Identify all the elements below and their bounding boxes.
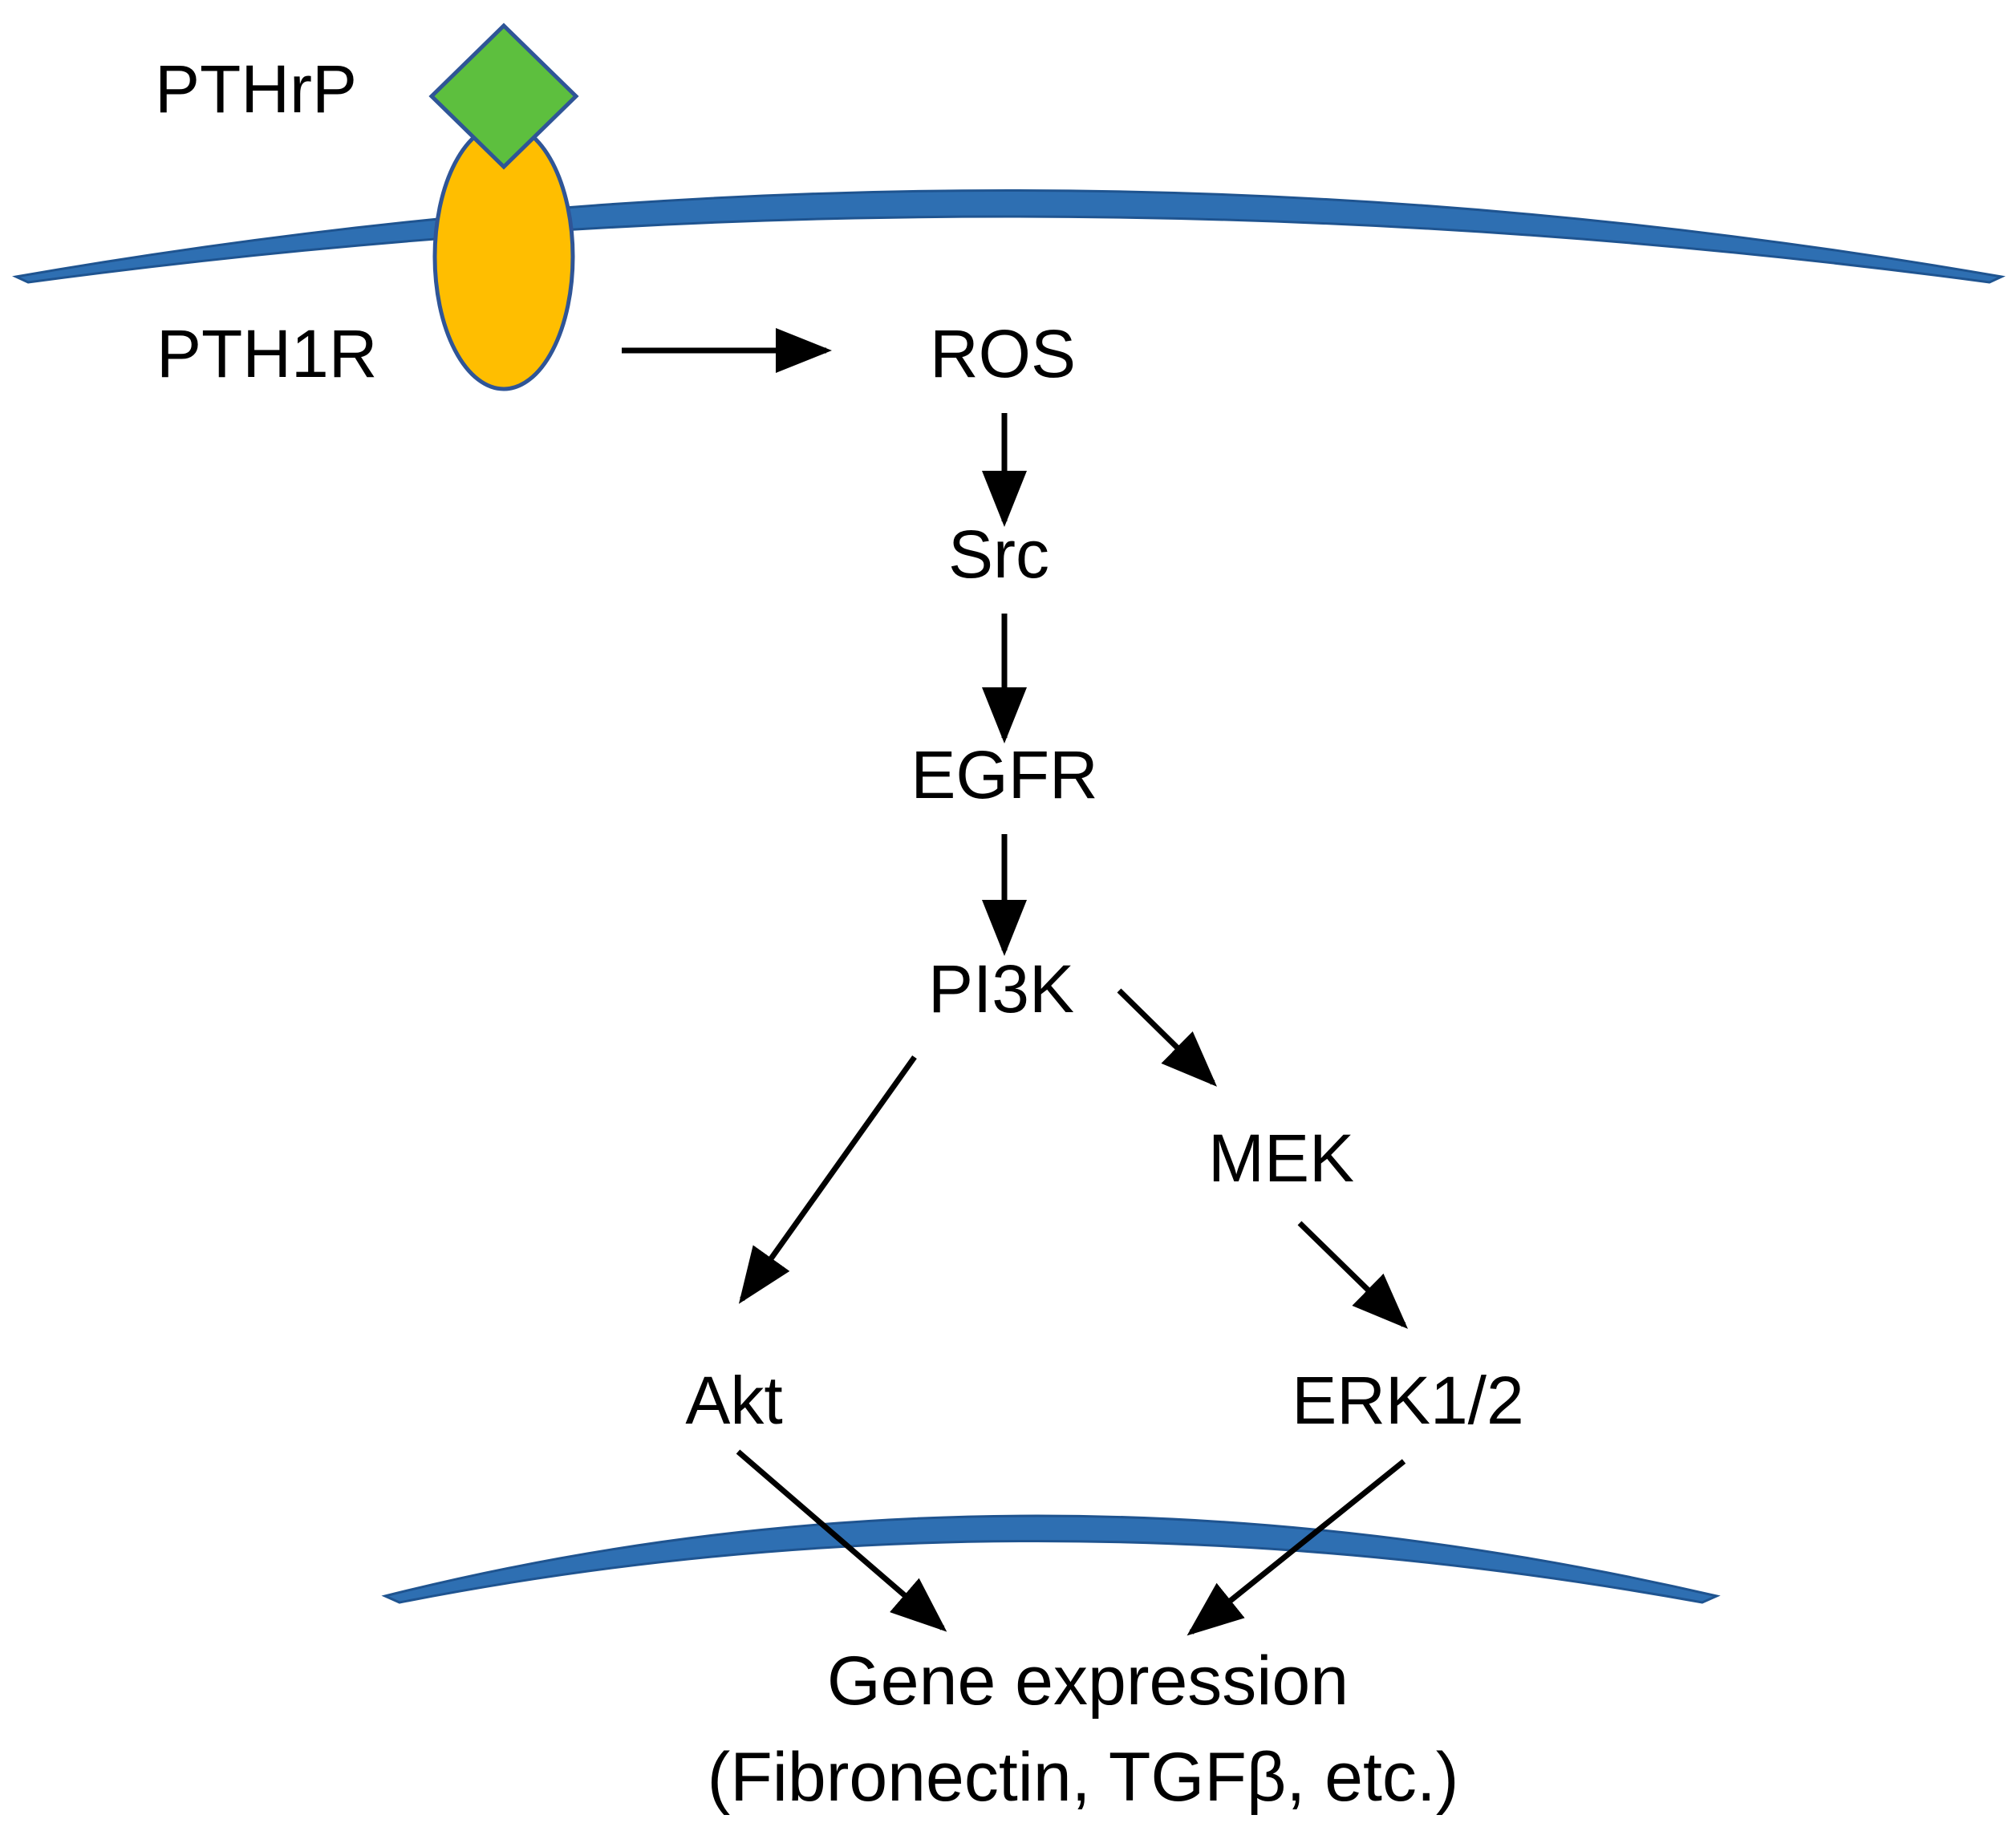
arrow-pi3k-to-mek [1117,988,1217,1087]
gene-examples-label: (Fibronectin, TGFβ, etc.) [708,1739,1459,1816]
pth1r-label: PTH1R [156,316,377,391]
cell-membrane [12,189,2006,284]
gene-expression-label: Gene expression [827,1643,1349,1720]
pthrp-label: PTHrP [155,51,357,127]
pi3k-label: PI3K [928,951,1074,1027]
ros-label: ROS [930,316,1076,391]
arrow-erk-to-gene-expression [1186,1459,1406,1636]
arrow-pi3k-to-akt [738,1055,917,1304]
arrow-akt-to-gene-expression [736,1449,947,1632]
akt-label: Akt [685,1363,782,1438]
erk-label: ERK1/2 [1292,1363,1524,1438]
arrow-mek-to-erk [1297,1221,1409,1329]
src-label: Src [948,517,1049,592]
mek-label: MEK [1208,1120,1354,1196]
pthrp-ligand-shape [428,22,579,170]
egfr-label: EGFR [911,737,1097,812]
nuclear-membrane [381,1514,1721,1604]
